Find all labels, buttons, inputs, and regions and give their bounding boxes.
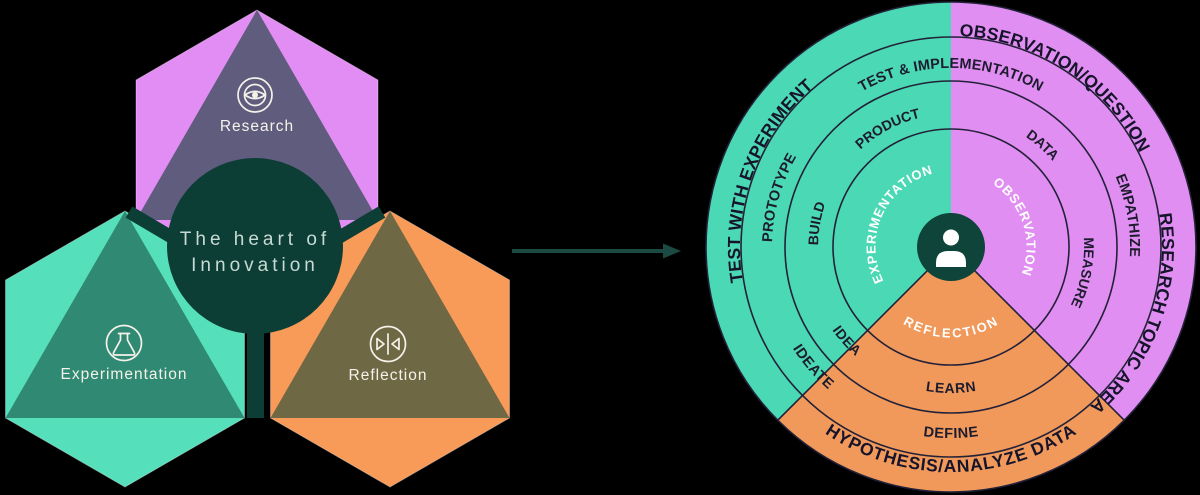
research-triangle xyxy=(136,10,378,220)
ring-line-3 xyxy=(740,36,1162,458)
sector-boundary-right xyxy=(950,246,1125,421)
ring-line-1 xyxy=(832,128,1070,366)
label-define: DEFINE xyxy=(923,424,980,442)
label-learn: LEARN xyxy=(925,378,977,396)
innovation-cycle-wheel: EXPERIMENTATION OBSERVATION REFLECTION B… xyxy=(705,1,1197,493)
ring-line-2 xyxy=(784,80,1118,414)
reflect-symmetry-icon xyxy=(369,325,407,363)
outer-ring-line xyxy=(705,1,1197,493)
experimentation-label: Experimentation xyxy=(60,366,187,383)
left-venn-diagram: The heart of Innovation Research Experim… xyxy=(5,9,510,488)
hub-circle xyxy=(167,158,343,334)
observation-sector xyxy=(951,2,1196,421)
arrow-head xyxy=(663,243,681,259)
hub-title-line1: The heart of xyxy=(180,229,330,250)
flask-icon xyxy=(105,324,143,362)
eye-focus-icon xyxy=(237,77,273,113)
svg-text:LEARN: LEARN xyxy=(925,378,977,396)
sector-boundary-left xyxy=(777,246,952,421)
svg-text:DEFINE: DEFINE xyxy=(923,424,980,442)
hub-title-line2: Innovation xyxy=(191,255,319,276)
wheel-center-circle xyxy=(917,213,985,281)
reflection-label: Reflection xyxy=(349,367,428,384)
research-label: Research xyxy=(220,118,294,135)
reflection-triangle xyxy=(270,211,510,418)
reflection-sector xyxy=(777,247,1125,492)
experimentation-triangle xyxy=(5,211,245,418)
person-icon xyxy=(936,229,966,267)
flow-arrow xyxy=(512,243,681,259)
